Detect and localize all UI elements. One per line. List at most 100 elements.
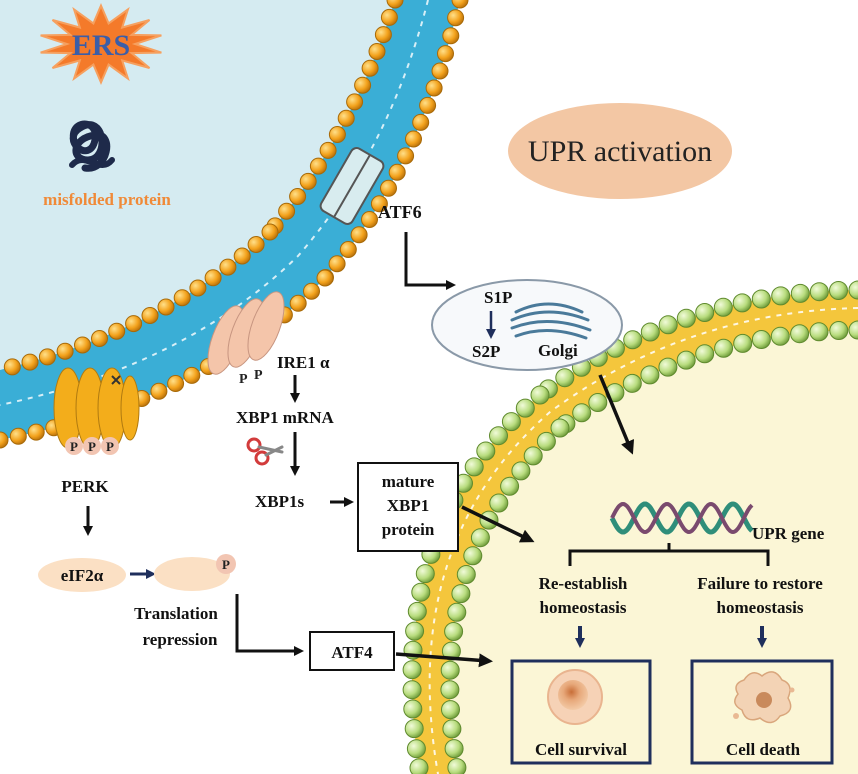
atf6-channel [319, 147, 385, 225]
cell-lipid-heads-outer [402, 280, 858, 774]
healthy-cell-icon [547, 669, 603, 725]
lipid-head [733, 333, 753, 353]
lipid-head [695, 303, 715, 322]
phospho-p-circle [216, 554, 236, 574]
lipid-head [411, 582, 431, 602]
lipid-head [0, 431, 9, 449]
lipid-head [337, 109, 355, 127]
lipid-head [397, 147, 415, 165]
mature-to-cell-arrow [461, 505, 535, 543]
mature-line1: mature [382, 472, 435, 491]
lipid-head [299, 172, 317, 190]
upr-activation-label: UPR activation [528, 135, 712, 168]
lipid-head [402, 680, 422, 700]
perk-receptor [53, 367, 140, 449]
er-lipid-heads-inner [3, 0, 404, 376]
lipid-head [346, 93, 364, 111]
ire1-p1: P [239, 372, 248, 387]
lipid-head [167, 375, 185, 392]
lipid-head [9, 427, 27, 445]
lipid-head [157, 298, 175, 316]
lipid-head [790, 283, 810, 303]
lipid-head [451, 0, 469, 9]
perk-p3-circle [101, 437, 119, 455]
translation-line2: repression [143, 630, 218, 649]
lipid-head [809, 282, 829, 302]
lipid-head [141, 307, 159, 324]
lipid-head [676, 308, 696, 328]
lipid-head [425, 79, 443, 97]
lipid-head [500, 476, 520, 496]
lipid-head [388, 163, 406, 181]
lipid-head [91, 330, 108, 347]
lipid-head [848, 320, 858, 340]
lipid-head [233, 247, 251, 265]
lipid-head [247, 236, 265, 253]
lipid-head [437, 45, 454, 63]
phospho-p: P [222, 557, 230, 572]
s2p-to-cell-arrow [598, 374, 635, 455]
lipid-head [555, 368, 575, 388]
lipid-head [374, 26, 392, 44]
lipid-head [339, 241, 357, 258]
apoptotic-cell-icon [733, 671, 795, 724]
lipid-head [848, 280, 858, 300]
atf4-box [309, 631, 395, 671]
lipid-head [380, 8, 398, 26]
lipid-head [622, 373, 642, 393]
lipid-head [640, 322, 660, 342]
lipid-head [714, 338, 734, 358]
lipid-head [501, 412, 521, 432]
lipid-head [183, 366, 201, 384]
lipid-head [303, 282, 320, 300]
lipid-head [713, 297, 733, 317]
perk-label: PERK [61, 477, 109, 496]
lipid-head [751, 330, 771, 349]
lipid-head [640, 365, 660, 385]
lipid-head [328, 126, 346, 143]
lipid-head [476, 441, 496, 461]
lipid-head [447, 9, 465, 27]
lipid-head [278, 202, 296, 220]
lipid-head [464, 457, 484, 477]
lipid-head [189, 279, 207, 297]
lipid-head [431, 62, 449, 80]
lipid-head [809, 322, 829, 342]
s1p-label: S1P [484, 288, 512, 307]
perk-p2: P [88, 439, 96, 454]
s2p-label: S2P [472, 342, 500, 361]
mature-line2: XBP1 [387, 496, 430, 515]
ers-label: ERS [72, 29, 130, 62]
lipid-head [409, 758, 429, 774]
lipid-head [407, 601, 427, 621]
eif2a-label: eIF2α [61, 566, 104, 585]
lipid-head [440, 680, 460, 700]
er-lumen [0, 0, 410, 380]
lipid-head [444, 739, 464, 759]
lipid-head [440, 660, 460, 680]
lipid-head [21, 353, 39, 371]
lipid-head [511, 461, 531, 481]
translation-line1: Translation [134, 604, 218, 623]
lipid-head [790, 324, 810, 344]
lipid-head [74, 336, 91, 354]
misfolded-protein-icon [69, 120, 115, 172]
atf6-arrow [404, 232, 456, 290]
ire1-label: IRE1 α [277, 353, 330, 372]
atf4-to-cell-arrow [395, 652, 493, 668]
lipid-head [405, 130, 422, 148]
upr-activation-ellipse [508, 103, 732, 199]
lipid-head [419, 96, 437, 114]
lipid-head [370, 195, 388, 213]
lipid-head [623, 330, 643, 350]
perk-p1: P [70, 439, 78, 454]
mature-line3: protein [382, 520, 435, 539]
lipid-head [447, 758, 467, 774]
failure-line2: homeostasis [717, 598, 804, 617]
lipid-head [204, 269, 222, 287]
lipid-head [751, 289, 771, 309]
lipid-head [732, 293, 752, 313]
mature-xbp1-box [357, 462, 459, 552]
lipid-head [150, 382, 168, 400]
